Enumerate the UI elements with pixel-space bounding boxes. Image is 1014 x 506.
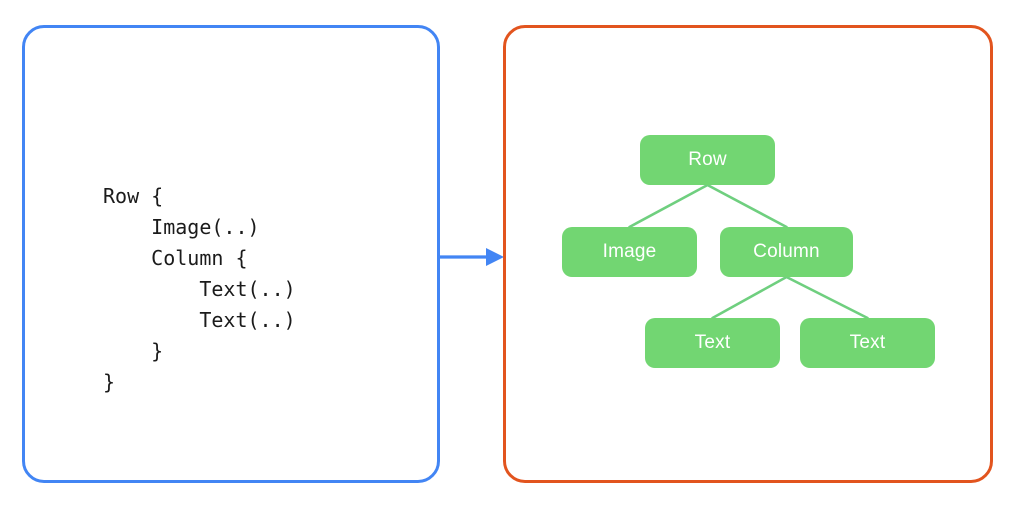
tree-node-column[interactable]: Column <box>720 227 853 277</box>
tree-node-text-1[interactable]: Text <box>645 318 780 368</box>
tree-node-row[interactable]: Row <box>640 135 775 185</box>
edge-column-text2 <box>785 275 869 320</box>
code-snippet: Row { Image(..) Column { Text(..) Text(.… <box>103 184 296 394</box>
tree-node-image[interactable]: Image <box>562 227 697 277</box>
tree-node-text-2[interactable]: Text <box>800 318 935 368</box>
edge-row-column <box>706 183 788 229</box>
flow-arrow-icon <box>438 248 504 266</box>
code-panel: Row { Image(..) Column { Text(..) Text(.… <box>22 25 440 483</box>
tree-edges <box>628 183 869 320</box>
edge-column-text1 <box>711 275 788 320</box>
edge-row-image <box>628 183 709 229</box>
